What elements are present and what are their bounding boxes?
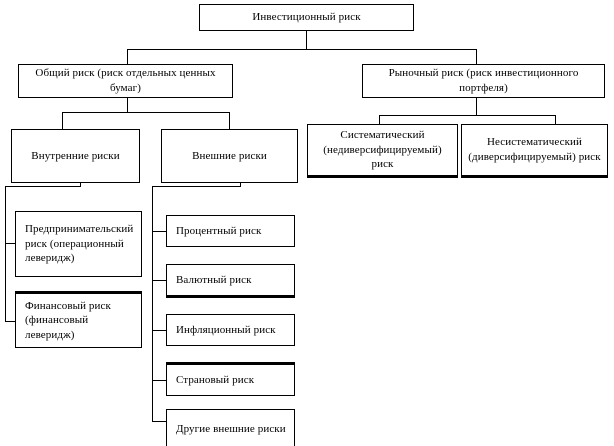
connector-market-drop-unsystematic [555,115,556,129]
node-country-risk[interactable]: Страновый риск [166,364,295,396]
node-other-external-risks[interactable]: Другие внешние риски [166,409,295,446]
connector-external-stub-5 [152,421,167,422]
node-external-risks[interactable]: Внешние риски [161,129,298,183]
connector-internal-stem [80,182,81,187]
node-currency-risk[interactable]: Валютный риск [166,264,295,296]
connector-external-stub-1 [152,231,167,232]
node-entrepreneurial-risk[interactable]: Предпринимательский риск (операционный л… [15,211,142,277]
node-internal-risks-label: Внутренние риски [31,149,120,162]
node-investment-risk[interactable]: Инвестиционный риск [199,4,414,31]
connector-general-drop-external [229,112,230,129]
node-unsystematic-risk-label: Несистематический (диверсифицируемый) ри… [468,136,601,163]
node-internal-risks[interactable]: Внутренние риски [11,129,140,183]
node-unsystematic-risk[interactable]: Несистематический (диверсифицируемый) ри… [461,124,608,176]
connector-internal-bus [5,186,81,187]
node-interest-rate-risk[interactable]: Процентный риск [166,215,295,247]
node-currency-risk-label: Валютный риск [176,273,252,286]
node-country-risk-label: Страновый риск [176,373,255,386]
node-other-external-risks-label: Другие внешние риски [176,423,286,436]
node-systematic-risk[interactable]: Систематический (недиверсифицируемый) ри… [307,124,458,176]
node-general-risk-label: Общий риск (риск отдельных ценных бумаг) [35,67,216,94]
connector-external-stub-2 [152,280,167,281]
connector-external-stem [240,182,241,187]
node-financial-risk[interactable]: Финансовый риск (финансовый леверидж) [15,293,142,348]
connector-general-bus [62,112,230,113]
connector-root-stem [306,30,307,50]
node-market-risk[interactable]: Рыночный риск (риск инвестиционного порт… [362,64,605,98]
node-general-risk[interactable]: Общий риск (риск отдельных ценных бумаг) [18,64,233,98]
node-inflation-risk[interactable]: Инфляционный риск [166,314,295,346]
connector-level2-drop-left [127,49,128,64]
connector-general-stem [127,97,128,112]
connector-external-stub-4 [152,380,167,381]
connector-internal-stub-2 [5,321,20,322]
connector-level2-bus [127,49,477,50]
connector-level2-drop-right [476,49,477,64]
node-interest-rate-risk-label: Процентный риск [176,224,262,237]
node-systematic-risk-label: Систематический (недиверсифицируемый) ри… [323,129,442,171]
node-external-risks-label: Внешние риски [192,149,267,162]
node-investment-risk-label: Инвестиционный риск [252,11,361,24]
node-inflation-risk-label: Инфляционный риск [176,323,276,336]
connector-general-drop-internal [62,112,63,129]
connector-internal-trunk [5,186,6,322]
connector-internal-stub-1 [5,243,20,244]
connector-external-bus [152,186,241,187]
connector-external-stub-3 [152,330,167,331]
connector-external-trunk [152,186,153,421]
node-entrepreneurial-risk-label: Предпринимательский риск (операционный л… [25,223,134,265]
node-market-risk-label: Рыночный риск (риск инвестиционного порт… [388,67,579,94]
connector-market-bus [379,115,556,116]
node-financial-risk-label: Финансовый риск (финансовый леверидж) [25,299,111,341]
connector-market-stem [476,97,477,115]
connector-market-drop-systematic [379,115,380,129]
